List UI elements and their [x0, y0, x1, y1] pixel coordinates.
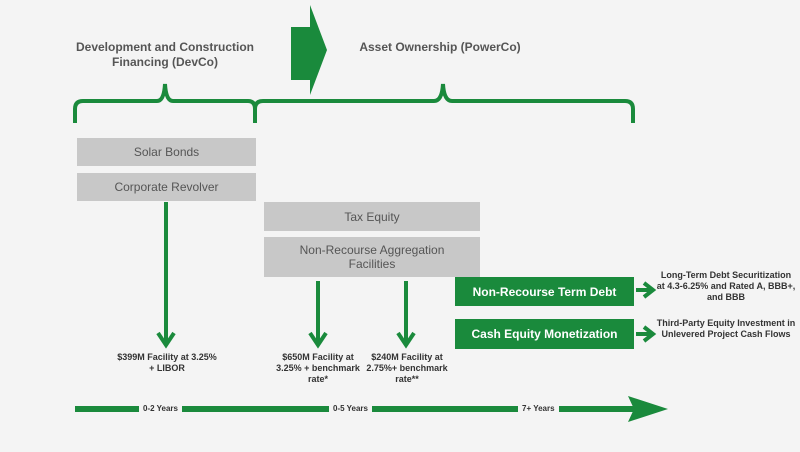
long-term-debt-note: Long-Term Debt Securitization at 4.3-6.2… [656, 270, 796, 302]
solar-bonds-box: Solar Bonds [77, 138, 256, 166]
header-arrow-icon [291, 5, 327, 95]
timeline-label-0-2: 0-2 Years [139, 404, 182, 413]
third-party-equity-note: Third-Party Equity Investment in Unlever… [656, 318, 796, 339]
devco-bracket [73, 83, 257, 123]
timeline-arrowhead-icon [628, 396, 668, 422]
arrow-down-icon [308, 281, 328, 349]
arrow-down-icon [156, 202, 176, 349]
non-recourse-term-debt-box: Non-Recourse Term Debt [455, 277, 634, 306]
facility-399-note: $399M Facility at 3.25% + LIBOR [117, 352, 217, 373]
devco-header: Development and Construction Financing (… [75, 40, 254, 69]
timeline-label-7-plus: 7+ Years [518, 404, 559, 413]
arrow-right-icon [636, 325, 657, 343]
corporate-revolver-box: Corporate Revolver [77, 173, 256, 201]
cash-equity-box: Cash Equity Monetization [455, 319, 634, 349]
arrow-down-icon [396, 281, 416, 349]
tax-equity-box: Tax Equity [264, 202, 480, 231]
arrow-right-icon [636, 281, 657, 299]
aggregation-facilities-box: Non-Recourse Aggregation Facilities [264, 237, 480, 277]
powerco-bracket [253, 83, 635, 123]
powerco-header: Asset Ownership (PowerCo) [359, 40, 521, 54]
facility-650-note: $650M Facility at 3.25% + benchmark rate… [276, 352, 360, 384]
facility-240-note: $240M Facility at 2.75%+ benchmark rate*… [366, 352, 448, 384]
timeline-label-0-5: 0-5 Years [329, 404, 372, 413]
